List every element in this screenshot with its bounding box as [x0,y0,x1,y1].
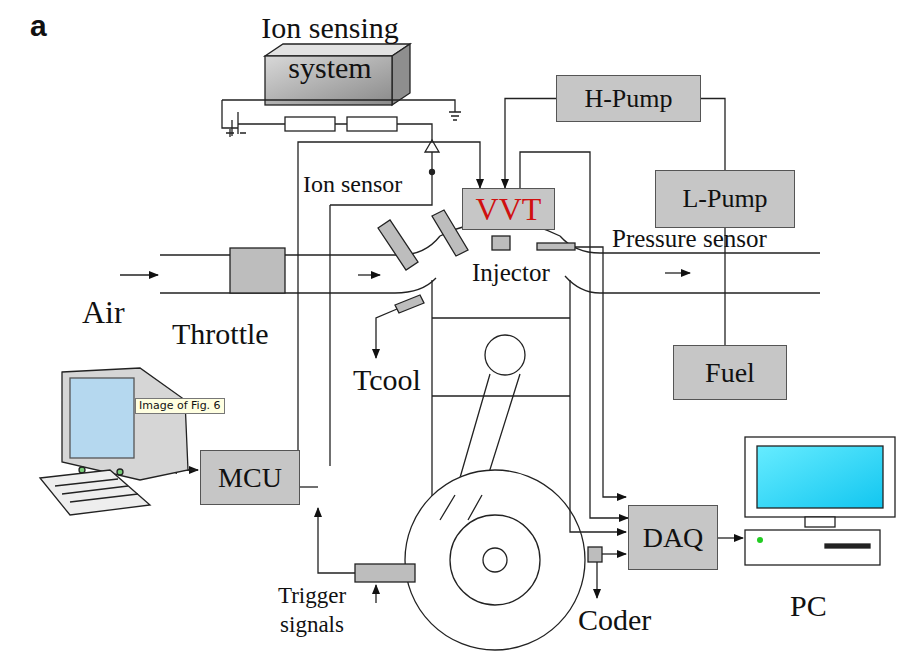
node-text: H-Pump [584,84,672,114]
fuel-tank-box: Fuel [673,345,787,400]
tooltip: Image of Fig. 6 [135,398,225,414]
node-text: MCU [218,462,282,494]
connector [701,99,725,171]
node-text: Ion sensing system [236,8,424,88]
signal-label: Trigger signals [262,582,362,640]
part-label: Injector [472,260,550,286]
node-text: L-Pump [682,184,767,214]
daq-box: DAQ [628,505,718,570]
connector [298,142,480,450]
part-label: Ion sensor [303,172,402,197]
part-label: Coder [578,604,651,636]
ion-sensing-box: Ion sensing system [236,8,424,100]
node-text: DAQ [643,522,704,554]
node-text: VVT [476,191,542,228]
connector [505,99,556,189]
pump-box: L-Pump [655,170,795,228]
vvt-box: VVT [462,188,555,230]
node-text: Fuel [705,357,755,389]
part-label: PC [790,590,827,622]
panel-letter: a [30,10,47,42]
part-label: Pressure sensor [612,226,767,252]
part-label: Air [82,296,125,330]
part-label: Tcool [353,364,421,396]
controller-box: MCU [200,450,300,505]
part-label: Throttle [172,318,269,350]
pump-box: H-Pump [556,75,701,122]
